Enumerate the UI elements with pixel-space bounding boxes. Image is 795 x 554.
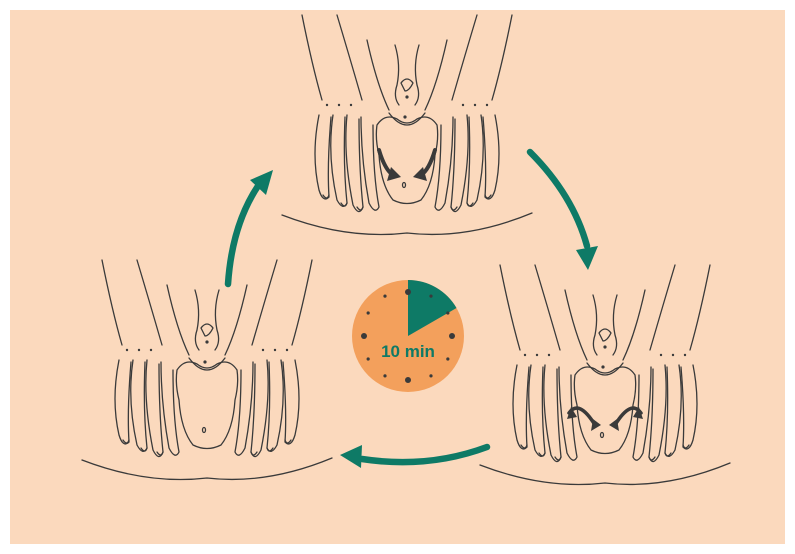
clock-tick: [405, 377, 411, 383]
clock-tick: [367, 311, 370, 314]
clock-tick: [383, 295, 386, 298]
clock-tick: [405, 289, 411, 295]
clock-tick: [446, 357, 449, 360]
clock-tick: [367, 357, 370, 360]
clock-tick: [361, 333, 367, 339]
clock-tick: [429, 374, 432, 377]
clock-tick: [446, 311, 449, 314]
clock-tick: [449, 333, 455, 339]
clock-tick: [383, 374, 386, 377]
clock-icon: 10 min: [352, 280, 464, 392]
clock-tick: [429, 295, 432, 298]
timer-label: 10 min: [381, 342, 435, 361]
